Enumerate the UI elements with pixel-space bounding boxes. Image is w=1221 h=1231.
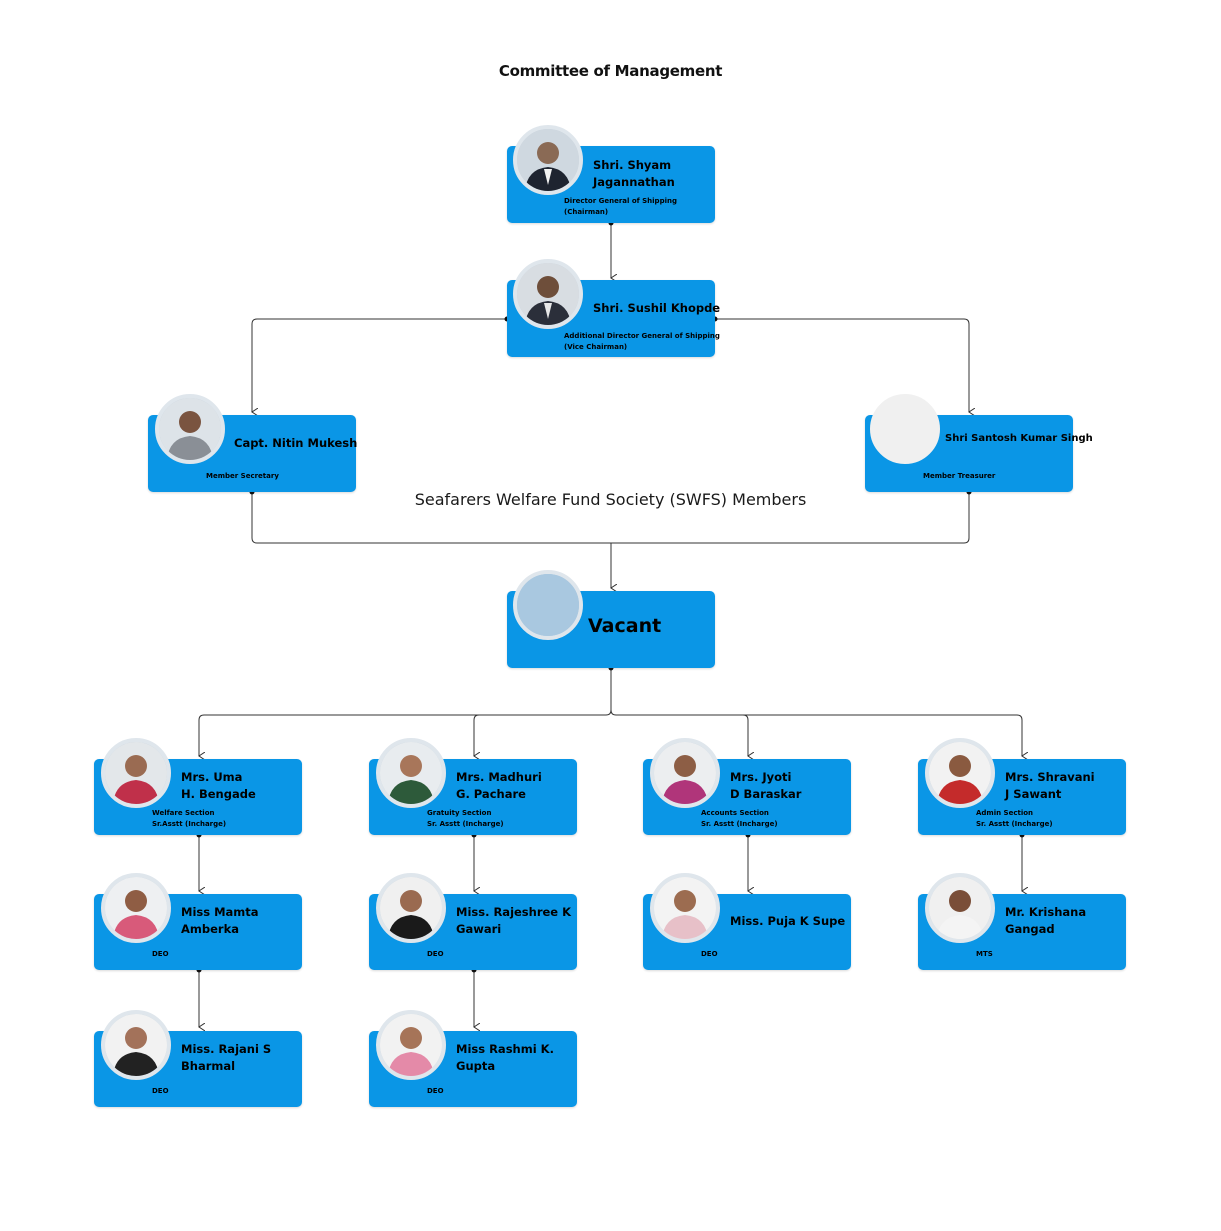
role-chairman: Director General of Shipping (Chairman) [564, 197, 677, 216]
name-chairman: Shri. Shyam Jagannathan [593, 158, 675, 189]
members-subtitle: Seafarers Welfare Fund Society (SWFS) Me… [414, 490, 807, 509]
page-title: Committee of Management [498, 62, 723, 80]
name-rajani: Miss. Rajani S Bharmal [181, 1042, 272, 1073]
role-madhuri: Gratuity Section Sr. Asstt (Incharge) [427, 809, 504, 828]
name-member-secretary: Capt. Nitin Mukesh [234, 436, 358, 450]
name-puja: Miss. Puja K Supe [730, 914, 846, 928]
avatar-rajani [101, 1010, 171, 1080]
role-rashmi: DEO [427, 1087, 444, 1095]
avatar-vacant [513, 570, 583, 640]
avatar-uma [101, 738, 171, 808]
role-vice-chairman: Additional Director General of Shipping … [564, 332, 720, 351]
role-rajani: DEO [152, 1087, 169, 1095]
avatar-mamta [101, 873, 171, 943]
name-vice-chairman: Shri. Sushil Khopde [593, 301, 721, 315]
avatar-member-treasurer [870, 394, 940, 464]
avatar-member-secretary [155, 394, 225, 464]
role-mamta: DEO [152, 950, 169, 958]
name-madhuri: Mrs. Madhuri G. Pachare [456, 770, 542, 801]
avatar-jyoti [650, 738, 720, 808]
avatar-rajeshree [376, 873, 446, 943]
role-puja: DEO [701, 950, 718, 958]
role-uma: Welfare Section Sr.Asstt (Incharge) [152, 809, 227, 828]
role-jyoti: Accounts Section Sr. Asstt (Incharge) [701, 809, 778, 828]
name-vacant: Vacant [588, 615, 662, 637]
name-rajeshree: Miss. Rajeshree K Gawari [456, 905, 572, 936]
name-shravani: Mrs. Shravani J Sawant [1005, 770, 1095, 801]
avatar-chairman [513, 125, 583, 195]
name-krishana: Mr. Krishana Gangad [1005, 905, 1087, 936]
avatar-krishana [925, 873, 995, 943]
name-rashmi: Miss Rashmi K. Gupta [456, 1042, 554, 1073]
avatar-vice-chairman [513, 259, 583, 329]
avatar-shravani [925, 738, 995, 808]
role-member-treasurer: Member Treasurer [923, 472, 996, 480]
role-krishana: MTS [976, 950, 993, 958]
avatar-madhuri [376, 738, 446, 808]
name-mamta: Miss Mamta Amberka [181, 905, 259, 936]
name-member-treasurer: Shri Santosh Kumar Singh [945, 433, 1093, 444]
avatar-puja [650, 873, 720, 943]
name-jyoti: Mrs. Jyoti D Baraskar [730, 770, 802, 801]
role-member-secretary: Member Secretary [206, 472, 279, 480]
role-rajeshree: DEO [427, 950, 444, 958]
avatar-rashmi [376, 1010, 446, 1080]
role-shravani: Admin Section Sr. Asstt (Incharge) [976, 809, 1053, 828]
name-uma: Mrs. Uma H. Bengade [181, 770, 256, 801]
